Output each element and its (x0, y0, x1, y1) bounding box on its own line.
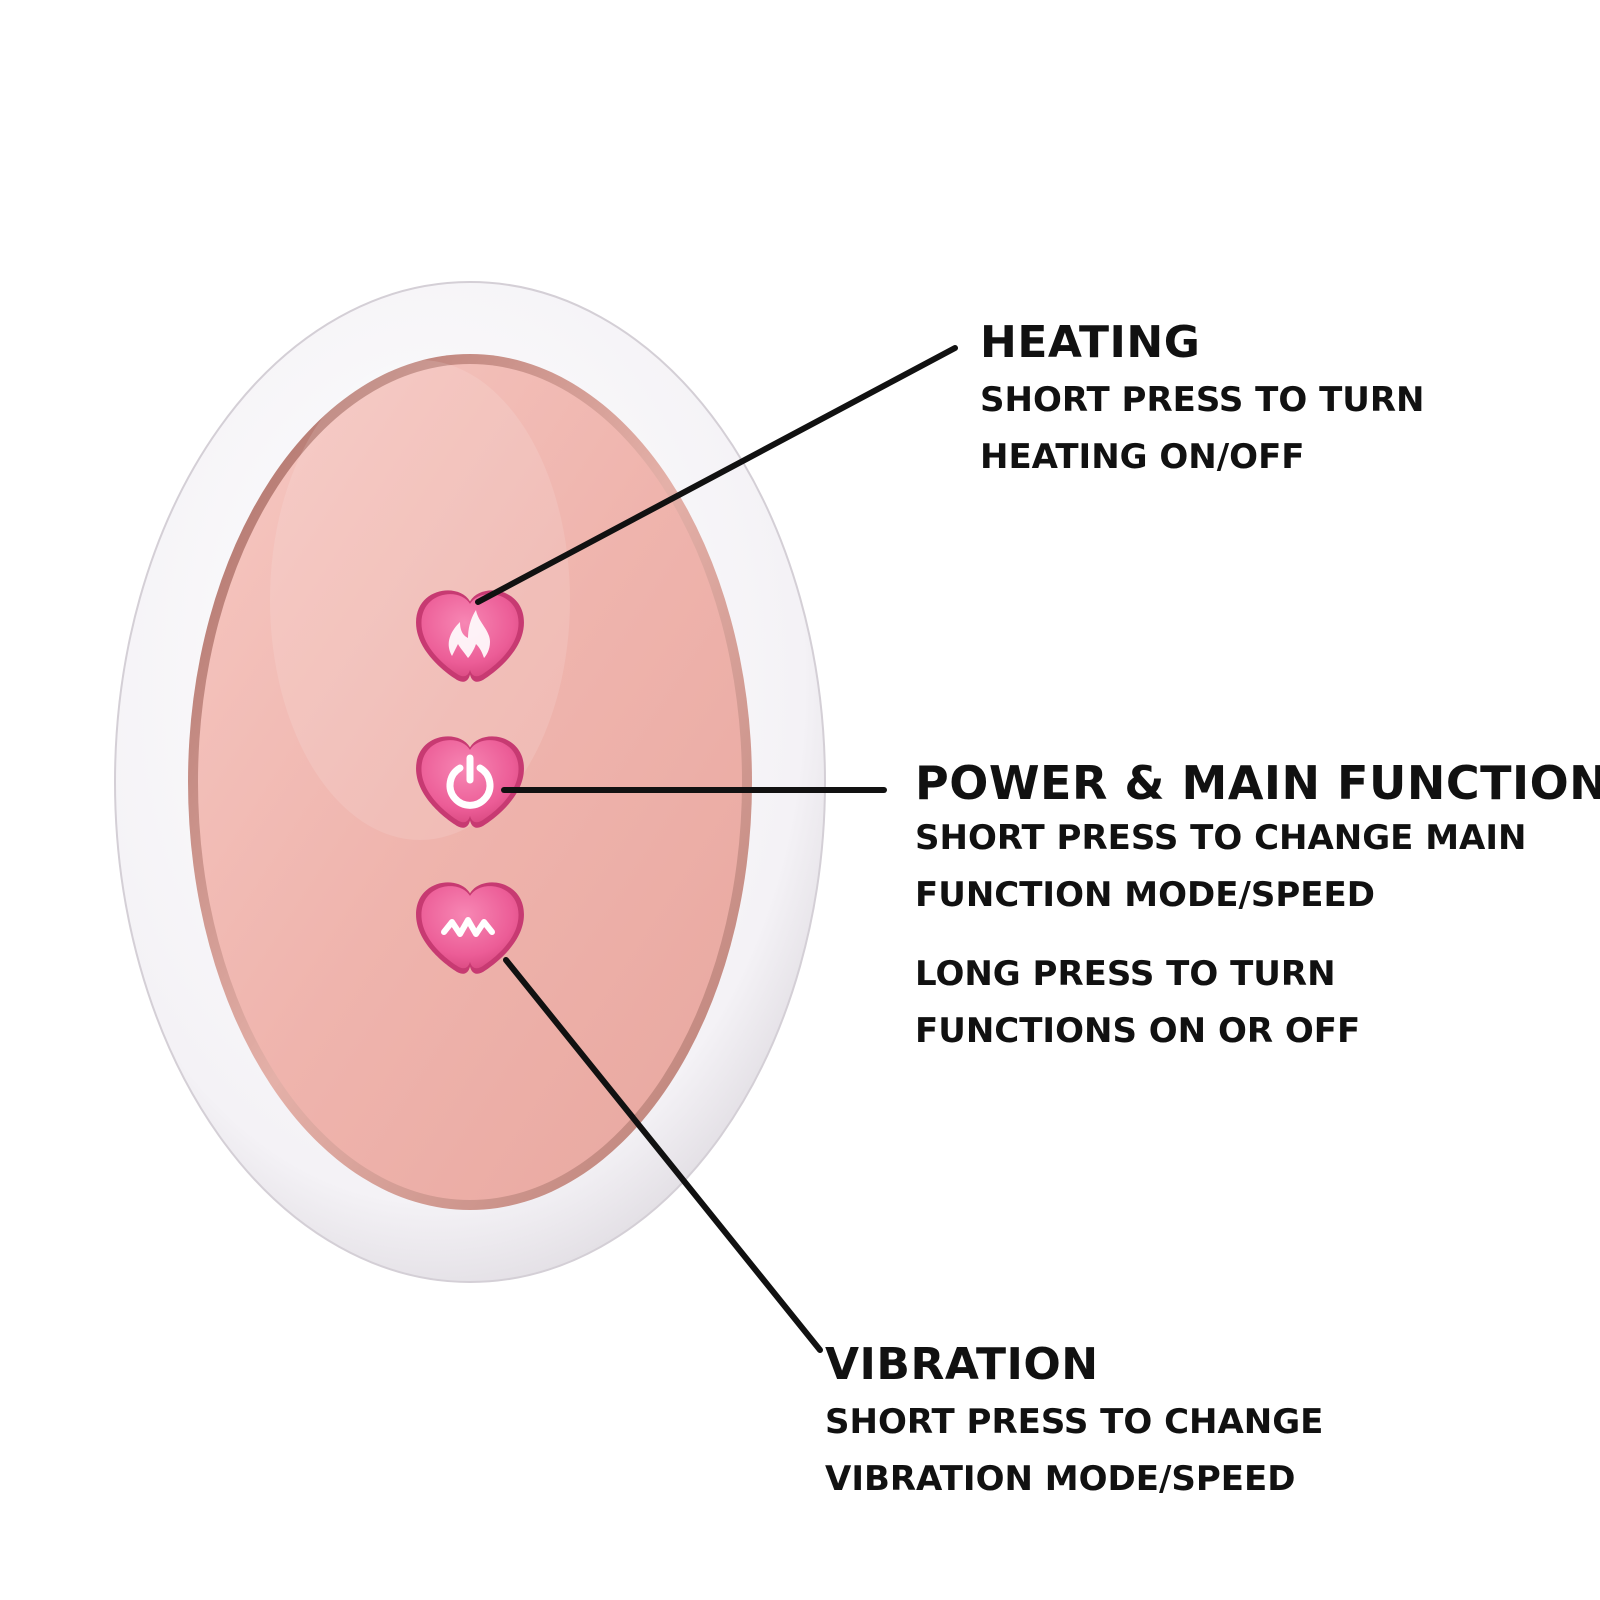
heating-desc-line: HEATING ON/OFF (980, 437, 1305, 477)
heating-button[interactable] (416, 590, 524, 682)
power-short-press-line: SHORT PRESS TO CHANGE MAIN (915, 818, 1527, 858)
panel-highlight (270, 360, 570, 840)
heating-desc-line: SHORT PRESS TO TURN (980, 380, 1425, 420)
heating-label: HEATING SHORT PRESS TO TURN HEATING ON/O… (980, 316, 1425, 486)
vibration-title: VIBRATION (825, 1339, 1099, 1390)
heating-title: HEATING (980, 317, 1201, 368)
power-label: POWER & MAIN FUNCTION SHORT PRESS TO CHA… (915, 756, 1600, 1060)
power-long-press-line: LONG PRESS TO TURN (915, 954, 1336, 994)
vibration-desc-line: SHORT PRESS TO CHANGE (825, 1402, 1324, 1442)
power-button[interactable] (416, 736, 524, 828)
heating-leader-line (475, 345, 958, 605)
power-title: POWER & MAIN FUNCTION (915, 756, 1600, 810)
vibration-button[interactable] (416, 882, 524, 974)
vibration-desc-line: VIBRATION MODE/SPEED (825, 1459, 1296, 1499)
vibration-label: VIBRATION SHORT PRESS TO CHANGE VIBRATIO… (825, 1338, 1323, 1508)
vibration-leader-line (503, 957, 823, 1353)
power-short-press-line: FUNCTION MODE/SPEED (915, 875, 1375, 915)
power-icon (446, 754, 494, 809)
power-long-press-line: FUNCTIONS ON OR OFF (915, 1011, 1361, 1051)
flame-icon (448, 610, 490, 658)
wave-icon (441, 917, 495, 937)
